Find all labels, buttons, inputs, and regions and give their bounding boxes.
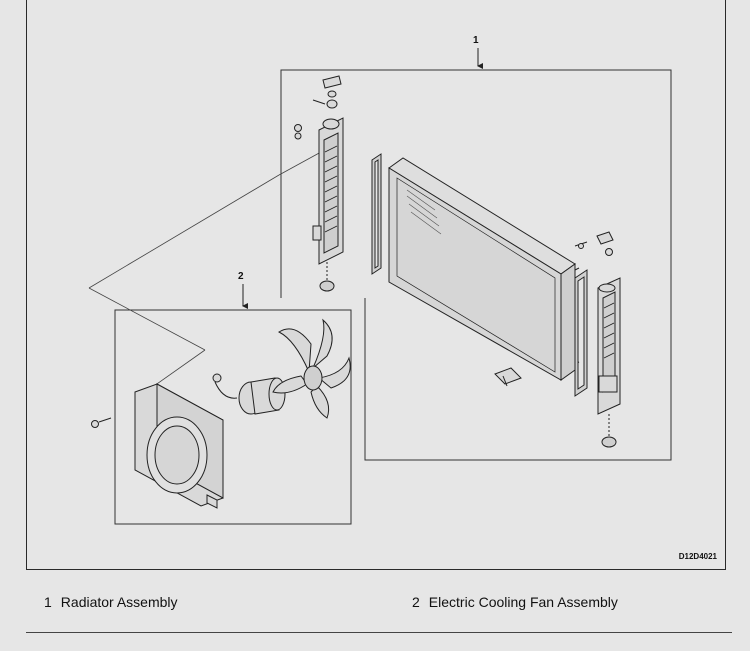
exploded-diagram	[88, 48, 672, 525]
legend-label: Radiator Assembly	[60, 594, 178, 610]
right-tank-gasket	[574, 269, 588, 397]
radiator-core	[388, 157, 580, 381]
right-radiator-tank	[597, 277, 621, 415]
radiator-bracket	[494, 367, 522, 387]
radiator-cap	[312, 75, 342, 109]
left-radiator-tank	[312, 117, 344, 265]
callout-2: 2	[238, 271, 244, 282]
legend-item-radiator-assembly: 1 Radiator Assembly	[44, 594, 178, 610]
drain-plug	[574, 231, 614, 256]
left-tank-gasket	[371, 153, 382, 275]
legend-label: Electric Cooling Fan Assembly	[428, 594, 618, 610]
fan-shroud	[134, 383, 224, 509]
legend-item-electric-cooling-fan-assembly: 2 Electric Cooling Fan Assembly	[412, 594, 618, 610]
bottom-divider	[26, 632, 732, 633]
fan-motor	[212, 373, 286, 415]
figure-code: D12D4021	[678, 552, 717, 561]
lower-cushion-left	[319, 262, 335, 292]
lower-cushion-right	[601, 414, 617, 448]
assembly-guide-lines	[88, 151, 322, 399]
callout-1: 1	[473, 35, 479, 46]
exploded-diagram-frame: 1 2 D12D4021	[26, 0, 726, 570]
mounting-bolt-left-tank	[294, 124, 302, 140]
shroud-bolt	[91, 417, 112, 428]
legend-number: 1	[44, 594, 52, 610]
fan-group-outline	[114, 309, 352, 525]
fan-blade	[272, 318, 351, 419]
radiator-group-outline	[280, 69, 672, 461]
legend-number: 2	[412, 594, 420, 610]
